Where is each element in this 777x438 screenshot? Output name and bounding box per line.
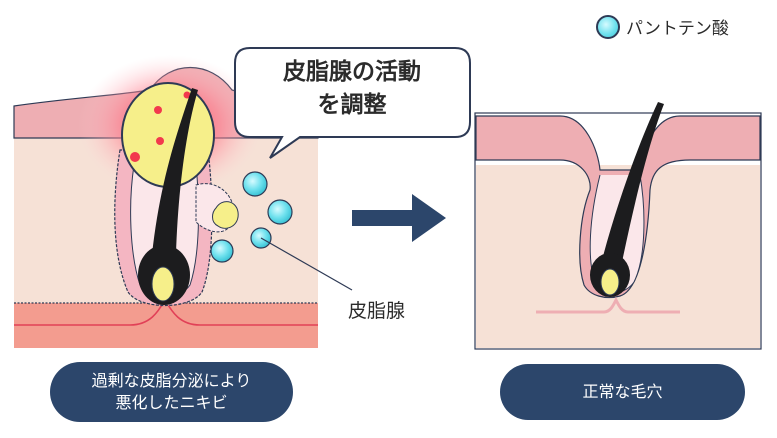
legend-label: パントテン酸 — [626, 19, 729, 39]
speech-bubble-text: 皮脂腺の活動 を調整 — [242, 56, 462, 122]
sebaceous-gland-label: 皮脂腺 — [348, 300, 406, 322]
speech-bubble — [234, 47, 471, 159]
caption-acne: 過剰な皮脂分泌により 悪化したニキビ — [50, 362, 293, 422]
caption-normal-pore: 正常な毛穴 — [500, 364, 745, 420]
speech-bubble-line2: を調整 — [317, 92, 387, 118]
normal-pore-illustration — [474, 102, 762, 350]
transition-arrow-icon — [352, 194, 446, 242]
pantothenic-acid-dots — [210, 171, 293, 263]
speech-bubble-line1: 皮脂腺の活動 — [283, 59, 421, 85]
gland-leader-line — [260, 237, 353, 291]
legend: パントテン酸 — [596, 14, 729, 39]
pantothenic-acid-dot-icon — [596, 14, 620, 39]
acne-pore-illustration — [13, 55, 319, 348]
caption-acne-line1: 過剰な皮脂分泌により — [91, 371, 252, 390]
caption-acne-line2: 悪化したニキビ — [115, 393, 228, 412]
